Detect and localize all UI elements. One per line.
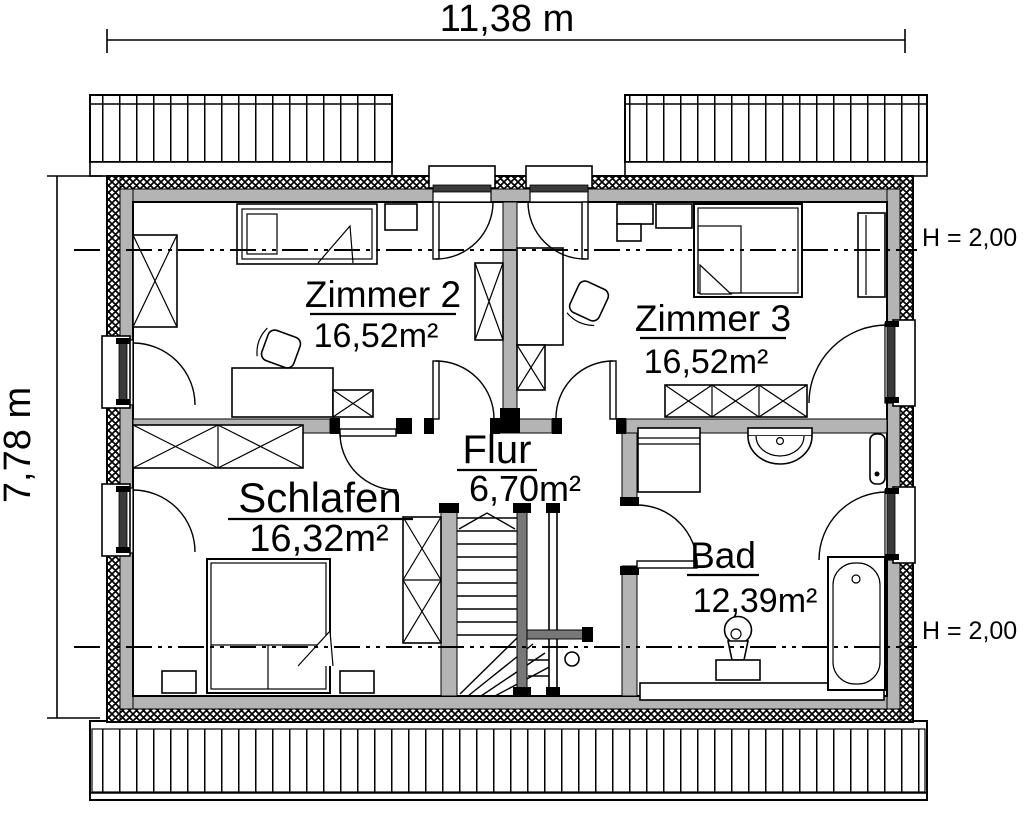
shelf-symbol [616,203,654,225]
nightstand-symbol [384,203,418,231]
window-sash [886,492,896,558]
room-labels: Zimmer 2 16,52m² Zimmer 3 16,52m² Schlaf… [228,274,817,620]
staircase-symbol [457,503,593,697]
window-swing [808,324,888,404]
window-swing [132,489,196,553]
room-area-zimmer3: 16,52m² [644,343,769,381]
door-symbol [609,360,617,420]
desk-symbol [231,367,334,418]
railing-post [564,651,580,667]
room-label-schlafen: Schlafen [238,474,401,521]
sideboard-symbol [857,212,886,298]
dimension-width-label: 11,38 m [440,0,574,40]
dormer-sill [89,161,393,177]
window-sill [892,486,916,564]
nightstand-symbol [339,670,375,694]
room-schlafen-furniture [132,424,442,694]
nightstand-symbol [161,670,197,694]
wall-openings [101,165,916,701]
room-label-bad: Bad [690,535,756,576]
double-bed-symbol [206,558,334,694]
mirror-cabinet-symbol [869,433,886,485]
room-bad-furniture [637,427,886,691]
room-label-zimmer3: Zimmer 3 [635,298,791,339]
dimension-height-label: 7,78 m [0,387,39,503]
dormer-sill [624,161,928,177]
door-symbols [132,201,888,569]
window-sash [529,184,589,193]
wardrobe-symbol [132,234,178,328]
knee-wall-window [639,682,885,701]
room-area-flur: 6,70m² [469,468,581,509]
dormer-top-left [89,94,393,177]
room-zimmer3-furniture [516,203,886,418]
door-symbol [636,560,698,569]
chair-symbol [566,280,610,327]
dresser-symbol [332,389,374,418]
stair-wall [440,511,458,697]
stair-railing [516,504,528,697]
blanket-fold [699,263,733,295]
partition-wall [502,201,518,420]
dimension-height: 7,78 m [0,175,103,719]
wardrobe-symbol [474,262,504,341]
tall-wardrobe-symbol [402,516,442,644]
door-symbol [339,428,397,437]
nightstand-symbol [655,203,693,229]
room-area-bad: 12,39m² [693,582,818,620]
dresser-symbol [516,344,546,391]
stair-railing [526,629,586,640]
wardrobe-row-symbol [132,424,304,469]
desk-symbol [516,247,564,346]
room-label-flur: Flur [463,428,532,472]
wardrobe-row-symbol [664,384,808,418]
room-label-zimmer2: Zimmer 2 [305,274,461,315]
blanket-fold [297,629,334,667]
window-swing [818,491,888,561]
washbasin-symbol [747,427,813,465]
dormer-top-right [624,94,928,177]
window-swing [132,342,196,406]
window-sash [118,489,128,552]
window-sash [886,325,896,402]
window-sash [118,342,128,404]
bathroom-cabinet-symbol [637,427,701,493]
shelf-symbol [616,223,642,242]
window-sash [432,184,492,193]
dormer-bottom [89,720,928,801]
height-note-upper: H = 2,00 m [922,224,1024,252]
door-symbol [432,360,440,420]
toilet-symbol [715,615,761,681]
room-area-zimmer2: 16,52m² [314,317,439,355]
height-lines: H = 2,00 m H = 2,00 m [74,224,1024,648]
pillow-symbol [246,213,278,255]
bathtub-symbol [827,556,886,691]
single-bed-symbol [236,203,378,265]
height-note-lower: H = 2,00 m [922,617,1024,645]
chair-symbol [256,327,302,369]
stair-direction-arrow [458,512,516,530]
window-sill [892,319,916,407]
dimension-width: 11,38 m [106,0,906,53]
stair-railing [548,504,558,697]
room-area-schlafen: 16,32m² [249,518,388,560]
